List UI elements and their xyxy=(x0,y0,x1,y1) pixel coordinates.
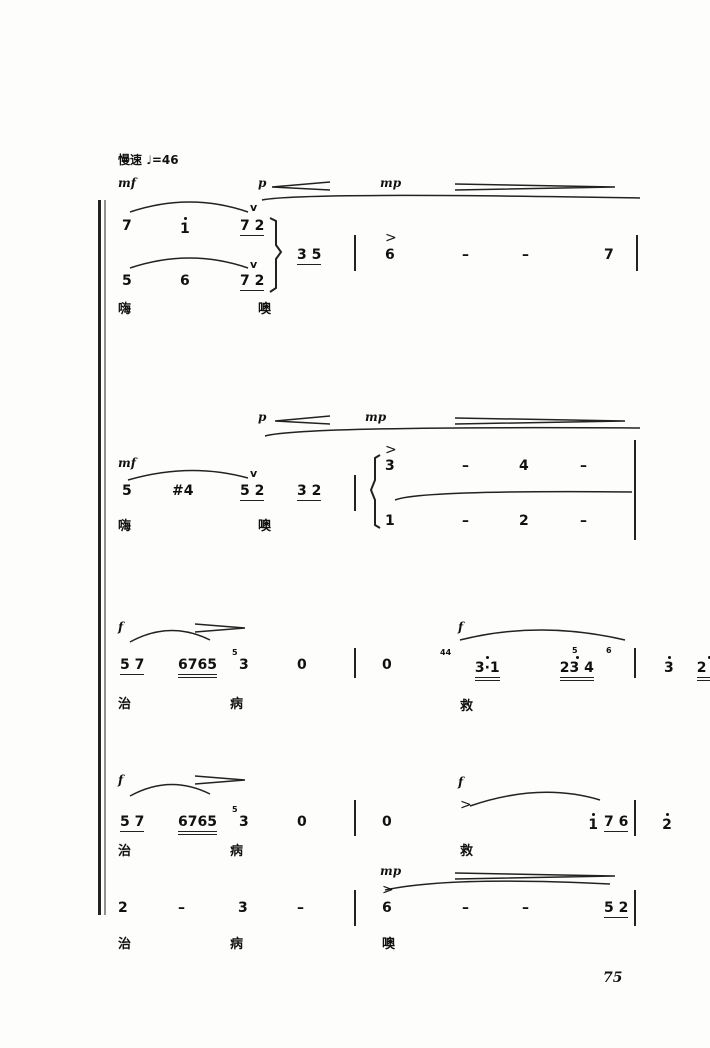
note-group: 7 6 xyxy=(604,814,629,832)
barline xyxy=(634,440,636,540)
note-group: 6765 xyxy=(178,814,217,835)
lyric: 治 xyxy=(118,937,132,952)
barline xyxy=(354,475,356,511)
rest: 0 xyxy=(297,657,307,673)
grace-note: 5 xyxy=(572,646,578,655)
note-group: 3·1 xyxy=(474,660,500,681)
rest: 0 xyxy=(297,814,307,830)
note: 4 xyxy=(519,458,529,474)
dynamic-p: p xyxy=(258,410,267,424)
note: 6 xyxy=(385,247,395,263)
dynamic-f: f xyxy=(118,620,124,634)
note: 2 xyxy=(662,817,672,833)
note: 3 xyxy=(663,660,674,676)
lyric: 病 xyxy=(230,937,244,952)
barline xyxy=(634,890,636,926)
dynamic-f: f xyxy=(118,773,124,787)
note: 3 xyxy=(239,814,249,830)
note: 3 xyxy=(238,900,248,916)
note-group: 2 1 xyxy=(696,660,710,681)
note-group: 23 4 xyxy=(559,660,594,681)
lyric: 噢 xyxy=(258,302,272,317)
tempo-label: 慢速 ♩=46 xyxy=(118,153,179,167)
note: 2 xyxy=(118,900,128,916)
grace-note: 44 xyxy=(440,648,452,657)
accent-mark: > xyxy=(382,882,394,898)
lyric: 嗨 xyxy=(118,519,132,534)
lyric: 噢 xyxy=(382,937,396,952)
note-group: 7 2 xyxy=(240,273,265,291)
rest: 0 xyxy=(382,814,392,830)
note-group: 5 2 xyxy=(240,483,265,501)
lyric: 救 xyxy=(460,844,474,859)
note: 7 xyxy=(122,218,132,234)
dash: – xyxy=(580,458,587,474)
dash: – xyxy=(178,900,185,916)
lyric: 救 xyxy=(460,699,474,714)
note: 7 xyxy=(604,247,614,263)
breath-mark: v xyxy=(250,467,258,480)
barline xyxy=(354,235,356,271)
barline xyxy=(634,800,636,836)
note: 1 xyxy=(385,513,395,529)
note: 5 xyxy=(122,273,132,289)
note: 6 xyxy=(382,900,392,916)
dash: – xyxy=(462,513,469,529)
note: 3 xyxy=(239,657,249,673)
barline xyxy=(634,648,636,678)
barline xyxy=(354,648,356,678)
dynamic-mf: mf xyxy=(118,456,136,470)
accent-mark: > xyxy=(385,442,397,458)
note: #4 xyxy=(172,483,194,499)
dynamic-p: p xyxy=(258,176,267,190)
note-group: 3 5 xyxy=(297,247,322,265)
note: 1 xyxy=(180,221,190,237)
system-bracket xyxy=(98,200,101,915)
accent-mark: > xyxy=(385,230,397,246)
lyric: 病 xyxy=(230,697,244,712)
dash: – xyxy=(580,513,587,529)
note: 3 xyxy=(385,458,395,474)
note-group: 3 2 xyxy=(297,483,322,501)
barline xyxy=(354,800,356,836)
lyric: 治 xyxy=(118,697,132,712)
note-group: 7 2 xyxy=(240,218,265,236)
note-group: 6765 xyxy=(178,657,217,678)
note: 1 xyxy=(588,817,598,833)
lyric: 治 xyxy=(118,844,132,859)
grace-note: 5 xyxy=(232,648,238,657)
note: 6 xyxy=(180,273,190,289)
rest: 0 xyxy=(382,657,392,673)
dash: – xyxy=(462,900,469,916)
dash: – xyxy=(462,247,469,263)
page-number: 75 xyxy=(603,970,623,986)
note-group: 5 2 xyxy=(604,900,629,918)
accent-mark: > xyxy=(460,797,472,813)
lyric: 病 xyxy=(230,844,244,859)
dash: – xyxy=(522,247,529,263)
barline xyxy=(354,890,356,926)
breath-mark: v xyxy=(250,258,258,271)
breath-mark: v xyxy=(250,201,258,214)
lyric: 噢 xyxy=(258,519,272,534)
dynamic-f: f xyxy=(458,775,464,789)
dynamic-mf: mf xyxy=(118,176,136,190)
grace-note: 5 xyxy=(232,805,238,814)
note-group: 5 7 xyxy=(120,657,145,675)
dynamic-f: f xyxy=(458,620,464,634)
note: 2 xyxy=(519,513,529,529)
note-group: 5 7 xyxy=(120,814,145,832)
note: 5 xyxy=(122,483,132,499)
dash: – xyxy=(297,900,304,916)
dynamic-mp: mp xyxy=(365,410,387,424)
dash: – xyxy=(462,458,469,474)
lyric: 嗨 xyxy=(118,302,132,317)
dash: – xyxy=(522,900,529,916)
barline xyxy=(636,235,638,271)
dynamic-mp: mp xyxy=(380,176,402,190)
dynamic-mp: mp xyxy=(380,864,402,878)
grace-note: 6 xyxy=(606,646,612,655)
